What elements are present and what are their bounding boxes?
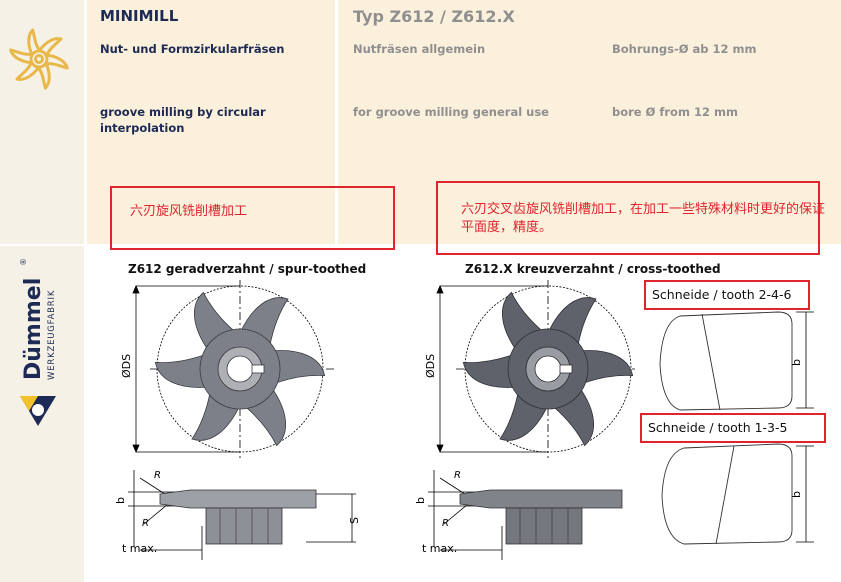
- cutter-side-view-right: b R R t max.: [414, 470, 623, 560]
- registered-mark: ®: [19, 258, 28, 266]
- desc-en-right: bore Ø from 12 mm: [612, 105, 738, 119]
- desc-de-left: Nut- und Formzirkularfräsen: [100, 42, 285, 56]
- dim-ds-label: ØDS: [424, 354, 437, 378]
- desc-de-right: Bohrungs-Ø ab 12 mm: [612, 42, 757, 56]
- header-panel: [84, 0, 841, 244]
- cutter-front-view-left: ØDS: [120, 280, 335, 458]
- tooth-profile-even: b: [659, 311, 814, 411]
- desc-de-mid: Nutfräsen allgemein: [353, 42, 486, 56]
- dim-ds-label: ØDS: [120, 354, 133, 378]
- desc-en-left: groove milling by circular interpolation: [100, 105, 266, 135]
- dim-r-label: R: [442, 518, 449, 529]
- logo-emblem: [20, 396, 56, 426]
- dim-t-label: t max.: [422, 542, 457, 555]
- type-title: Typ Z612 / Z612.X: [353, 7, 515, 26]
- dim-b-label: b: [414, 497, 427, 504]
- tooth-profile-odd: b: [661, 443, 814, 545]
- dim-b-label: b: [114, 497, 127, 504]
- drawing-caption-left: Z612 geradverzahnt / spur-toothed: [128, 262, 367, 276]
- desc-en-mid: for groove milling general use: [353, 105, 549, 119]
- dim-r-label: R: [142, 518, 149, 529]
- brand-logo: Dümmel WERKZEUGFABRIK ®: [19, 258, 57, 426]
- product-title: MINIMILL: [100, 7, 179, 25]
- tooth-label-even: Schneide / tooth 2-4-6: [644, 280, 810, 310]
- cutter-icon: [9, 28, 69, 90]
- cutter-side-view-left: b R R S t max.: [114, 470, 361, 560]
- dim-b-label: b: [790, 491, 803, 498]
- divider: [84, 0, 87, 582]
- dim-r-label: R: [154, 470, 161, 481]
- brand-tagline: WERKZEUGFABRIK: [47, 290, 57, 380]
- tooth-label-odd: Schneide / tooth 1-3-5: [640, 413, 826, 443]
- divider: [335, 0, 338, 244]
- annotation-text-right: 六刃交叉齿旋风铣削槽加工，在加工一些特殊材料时更好的保证平面度，精度。: [461, 202, 826, 235]
- brand-name: Dümmel: [21, 278, 46, 380]
- dim-b-label: b: [790, 359, 803, 366]
- cutter-front-view-right: ØDS: [424, 280, 635, 458]
- drawing-caption-right: Z612.X kreuzverzahnt / cross-toothed: [465, 262, 721, 276]
- divider: [0, 244, 841, 246]
- annotation-text-left: 六刃旋风铣削槽加工: [130, 204, 248, 219]
- dim-r-label: R: [454, 470, 461, 481]
- annotation-box-left: [110, 186, 395, 250]
- dim-s-label: S: [348, 517, 361, 524]
- dim-t-label: t max.: [122, 542, 157, 555]
- sidebar-panel: [0, 0, 84, 582]
- annotation-box-right: [436, 181, 820, 255]
